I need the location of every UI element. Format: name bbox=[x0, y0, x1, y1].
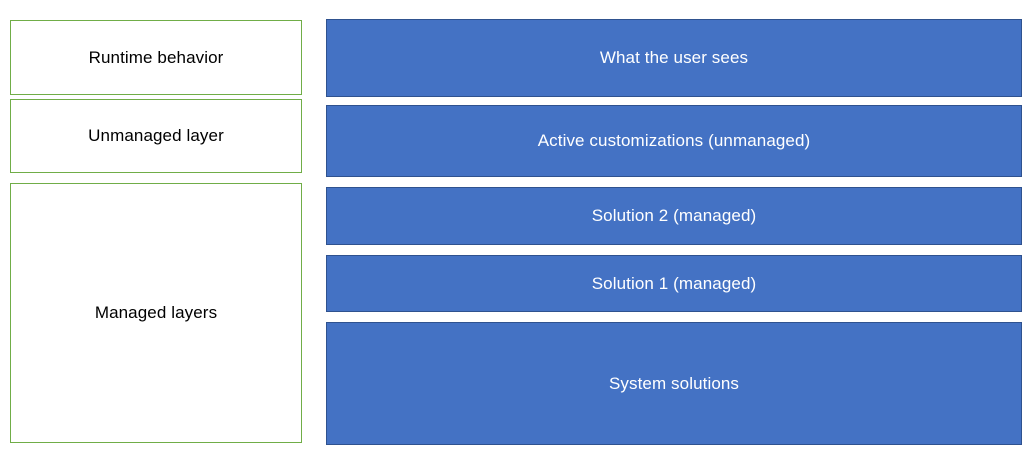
solution-1-label: Solution 1 (managed) bbox=[591, 273, 757, 293]
runtime-behavior-label: Runtime behavior bbox=[88, 47, 224, 67]
runtime-behavior-box: Runtime behavior bbox=[10, 20, 302, 95]
active-customizations-box: Active customizations (unmanaged) bbox=[326, 105, 1022, 177]
solution-2-box: Solution 2 (managed) bbox=[326, 187, 1022, 245]
system-solutions-box: System solutions bbox=[326, 322, 1022, 445]
unmanaged-layer-box: Unmanaged layer bbox=[10, 99, 302, 173]
managed-layers-label: Managed layers bbox=[94, 303, 218, 322]
unmanaged-layer-label: Unmanaged layer bbox=[88, 126, 224, 145]
what-the-user-sees-box: What the user sees bbox=[326, 19, 1022, 97]
solution-2-label: Solution 2 (managed) bbox=[591, 206, 757, 225]
what-the-user-sees-label: What the user sees bbox=[599, 48, 749, 67]
managed-layers-box: Managed layers bbox=[10, 183, 302, 443]
solution-1-box: Solution 1 (managed) bbox=[326, 255, 1022, 312]
system-solutions-label: System solutions bbox=[608, 373, 740, 393]
active-customizations-label: Active customizations (unmanaged) bbox=[537, 131, 811, 150]
